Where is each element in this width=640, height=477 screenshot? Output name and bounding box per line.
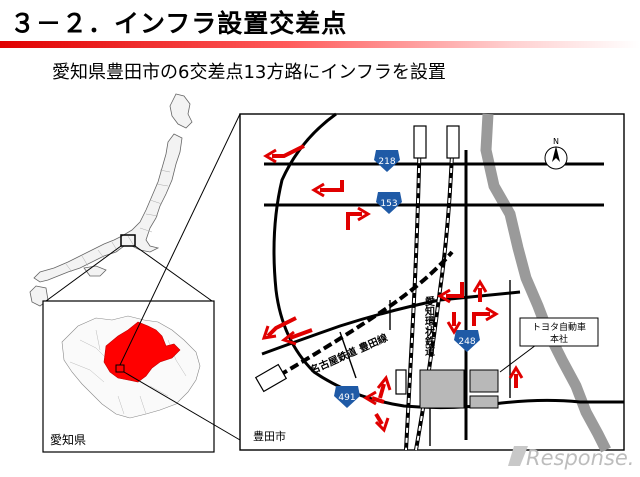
river bbox=[480, 113, 611, 453]
arrow-icon bbox=[437, 282, 464, 304]
zoom-line-right bbox=[134, 245, 213, 302]
arrow-icon bbox=[311, 180, 344, 198]
north-label: N bbox=[553, 137, 559, 146]
station-north-1 bbox=[413, 125, 427, 159]
zoom-line-left bbox=[45, 245, 122, 302]
route-shield-248: 248 bbox=[454, 330, 480, 352]
station-shin-toyota bbox=[395, 369, 407, 395]
japan-highlight-box bbox=[120, 234, 136, 247]
toyota-label-line1: トヨタ自動車 bbox=[532, 321, 586, 333]
station-toyotashi bbox=[254, 363, 288, 393]
arrow-icon bbox=[446, 312, 462, 335]
installation-arrows bbox=[261, 144, 524, 433]
arrow-icon bbox=[374, 412, 390, 433]
toyota-label-box bbox=[519, 317, 599, 347]
arrow-icon bbox=[363, 390, 385, 406]
arrow-icon bbox=[376, 374, 392, 399]
railway-meitetsu bbox=[266, 250, 454, 384]
arrow-icon bbox=[280, 328, 313, 346]
toyota-hq-buildings bbox=[419, 369, 499, 409]
toyota-label-line2: 本社 bbox=[550, 333, 568, 345]
japan-outline bbox=[29, 93, 193, 307]
aikan-line-label: 愛知環状鉄道 bbox=[423, 295, 436, 357]
city-label: 豊田市 bbox=[253, 429, 286, 443]
arrow-icon bbox=[472, 306, 499, 326]
arrow-icon bbox=[261, 316, 297, 340]
route-491-label: 491 bbox=[338, 393, 355, 403]
watermark-logo: Response. bbox=[508, 446, 634, 470]
arrow-icon bbox=[346, 206, 371, 230]
page-title: ３－２．インフラ設置交差点 bbox=[10, 9, 348, 38]
zoom-line-upper bbox=[119, 113, 241, 366]
arrow-icon bbox=[263, 144, 305, 164]
route-shield-218: 218 bbox=[374, 150, 400, 172]
zoom-line-lower bbox=[123, 371, 241, 441]
aichi-municipal-lines bbox=[69, 329, 187, 415]
title-underline bbox=[0, 41, 640, 48]
page-subtitle: 愛知県豊田市の6交差点13方路にインフラを設置 bbox=[52, 62, 446, 83]
north-arrow-icon: N bbox=[544, 137, 568, 170]
watermark-text: Response. bbox=[526, 446, 634, 470]
toyota-city-region bbox=[103, 321, 181, 383]
toyota-label-leader bbox=[499, 341, 541, 373]
route-shield-153: 153 bbox=[376, 192, 402, 214]
route-153-label: 153 bbox=[380, 199, 397, 209]
prefecture-lines bbox=[65, 169, 171, 273]
station-north-2 bbox=[446, 125, 460, 159]
aichi-label: 愛知県 bbox=[50, 433, 86, 447]
arrow-icon bbox=[472, 279, 488, 302]
route-248-label: 248 bbox=[458, 337, 475, 347]
route-218-label: 218 bbox=[378, 157, 395, 167]
arrow-icon bbox=[508, 365, 524, 388]
route-shield-491: 491 bbox=[334, 386, 360, 408]
